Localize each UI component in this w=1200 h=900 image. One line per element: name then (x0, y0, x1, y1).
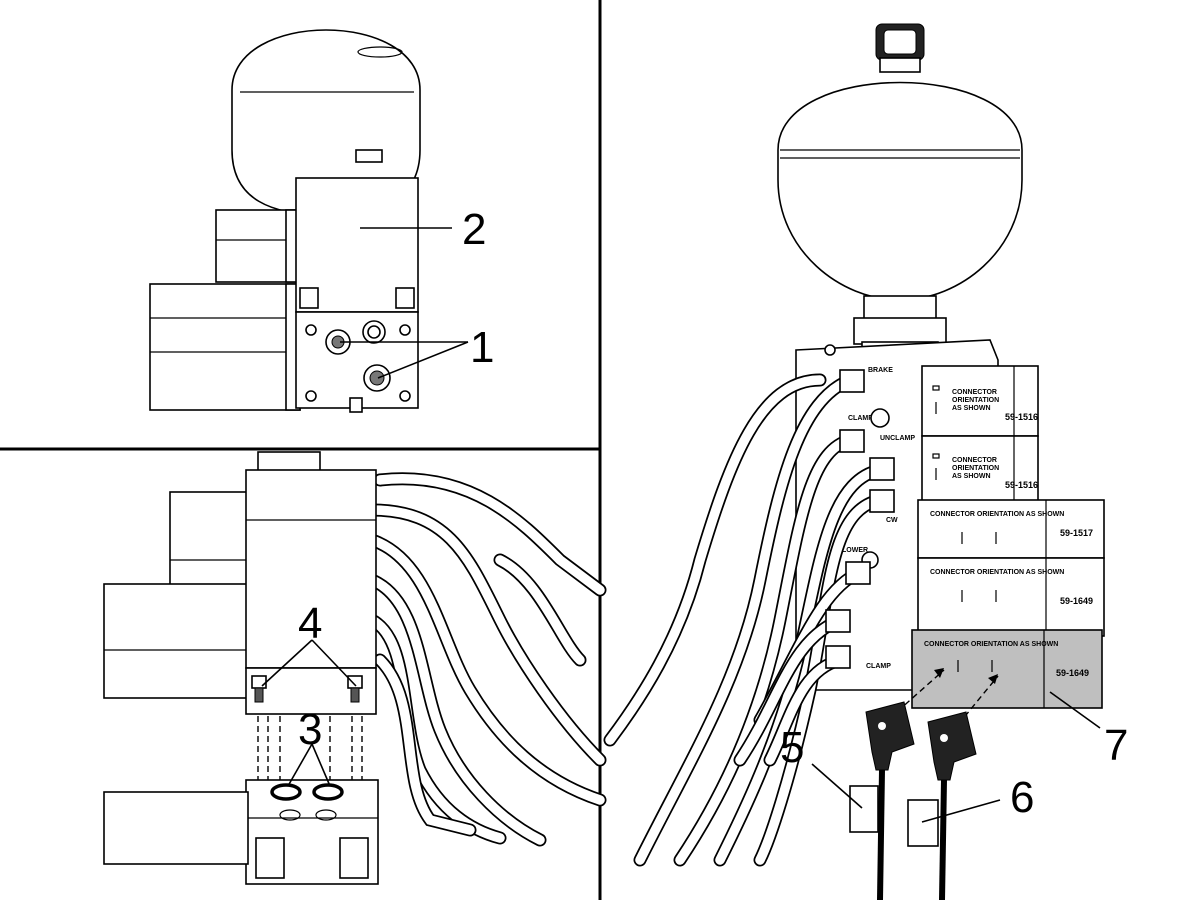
o-ring-right (312, 783, 344, 801)
solenoid-59-1649-highlighted: CONNECTOR ORIENTATION AS SHOWN 59-1649 (911, 629, 1103, 709)
solenoid-59-1516-upper: CONNECTOR ORIENTATION AS SHOWN 59-1516 (921, 365, 1039, 437)
svg-text:AS SHOWN: AS SHOWN (952, 405, 991, 412)
callout-7: 7 (1104, 721, 1128, 770)
manifold-block-lifted (245, 469, 377, 669)
svg-text:CONNECTOR ORIENTATION AS SHOWN: CONNECTOR ORIENTATION AS SHOWN (924, 641, 1058, 648)
callout-1: 1 (470, 323, 494, 372)
svg-text:59-1517: 59-1517 (1060, 528, 1093, 538)
solenoid-stack-lower (149, 283, 301, 411)
hose-bundle-left (365, 472, 607, 847)
port-label-clamp: CLAMP (848, 415, 873, 422)
cable-tag-left (849, 785, 879, 833)
accumulator (777, 23, 1023, 369)
port-label-lower: LOWER (842, 547, 868, 554)
svg-text:CONNECTOR ORIENTATION AS SHOWN: CONNECTOR ORIENTATION AS SHOWN (930, 569, 1064, 576)
bottom-left-panel: 4 3 (103, 451, 607, 885)
connector-plug-left (865, 701, 915, 900)
callout-4: 4 (298, 599, 322, 648)
callout-5: 5 (780, 723, 804, 772)
solenoid-59-1649-upper: CONNECTOR ORIENTATION AS SHOWN 59-1649 (917, 557, 1105, 637)
svg-text:CONNECTOR ORIENTATION AS SHOWN: CONNECTOR ORIENTATION AS SHOWN (930, 511, 1064, 518)
callout-2: 2 (462, 205, 486, 254)
o-ring-left (270, 783, 302, 801)
callout-3: 3 (298, 705, 322, 754)
solenoid-59-1516-lower: CONNECTOR ORIENTATION AS SHOWN 59-1516 (921, 435, 1039, 503)
right-panel: 20-7586 BRAKE CLAMP UNCLAMP CW LOWER CLA… (603, 23, 1128, 900)
connector-plug-right (927, 711, 977, 900)
solenoid-59-1517: CONNECTOR ORIENTATION AS SHOWN 59-1517 (917, 499, 1105, 559)
svg-text:59-1516: 59-1516 (1005, 412, 1038, 422)
svg-text:59-1516: 59-1516 (1005, 480, 1038, 490)
svg-text:ORIENTATION: ORIENTATION (952, 397, 999, 404)
svg-text:AS SHOWN: AS SHOWN (952, 473, 991, 480)
base-solenoid (103, 791, 249, 865)
cable-tag-right (907, 799, 939, 847)
bolt-right (347, 675, 363, 703)
panel-dividers (0, 0, 602, 900)
svg-text:59-1649: 59-1649 (1060, 596, 1093, 606)
svg-text:CONNECTOR: CONNECTOR (952, 389, 997, 396)
port-label-unclamp: UNCLAMP (880, 435, 915, 442)
port-label-cw: CW (886, 517, 898, 524)
svg-text:CONNECTOR: CONNECTOR (952, 457, 997, 464)
solenoid-stack-lower-b (103, 583, 249, 699)
svg-text:59-1649: 59-1649 (1056, 668, 1089, 678)
top-left-panel: 2 1 (149, 29, 494, 413)
port-label-brake: BRAKE (868, 367, 893, 374)
port-label-clamp-lower: CLAMP (866, 663, 891, 670)
callout-6: 6 (1010, 773, 1034, 822)
svg-text:ORIENTATION: ORIENTATION (952, 465, 999, 472)
